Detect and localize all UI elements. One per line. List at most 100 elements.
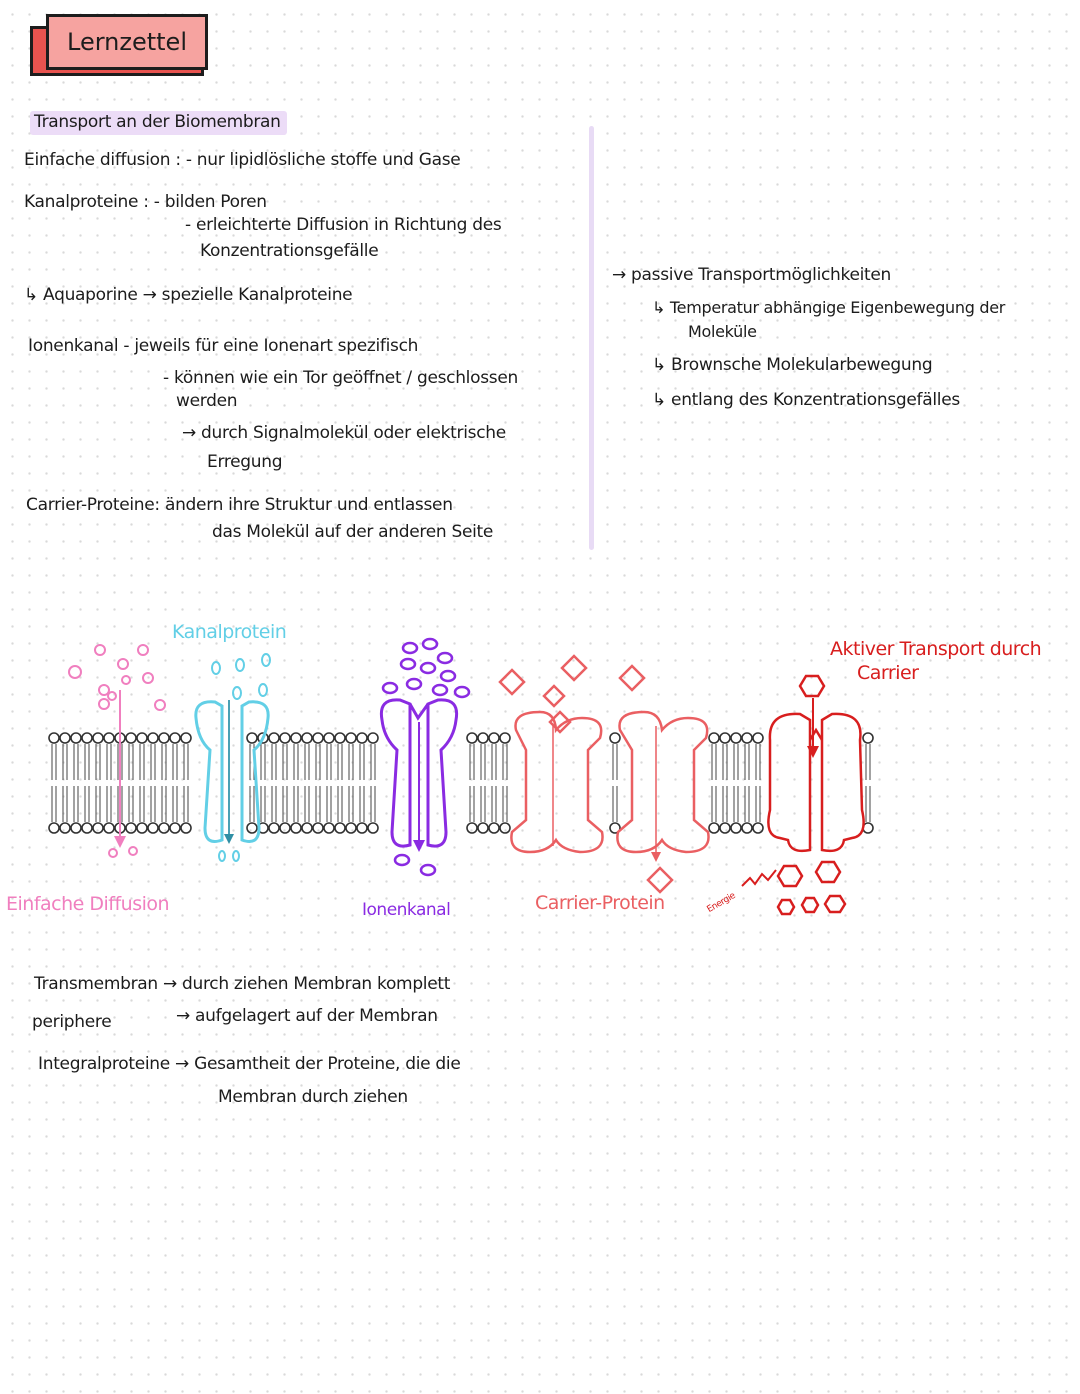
lipid-head: [499, 822, 511, 834]
lipid-tail: [183, 786, 189, 822]
lipid-head: [158, 822, 170, 834]
lipid-tail: [315, 744, 321, 780]
lipid-tail: [183, 744, 189, 780]
lipid-tail: [62, 744, 68, 780]
lipid-head: [136, 732, 148, 744]
note-diffusion: Einfache diffusion : - nur lipidlösliche…: [24, 150, 461, 170]
lipid-tail: [865, 786, 871, 822]
lipid-head: [752, 822, 764, 834]
lipid-head: [334, 822, 346, 834]
section-heading: Transport an der Biomembran: [30, 111, 287, 135]
lipid-tail: [282, 786, 288, 822]
note-periphere-text: → aufgelagert auf der Membran: [176, 1006, 438, 1026]
lipid-tail: [117, 744, 123, 780]
lipid-head: [609, 822, 621, 834]
lipid-tail: [95, 786, 101, 822]
lipid-tail: [722, 786, 728, 822]
lipid-tail: [249, 786, 255, 822]
lipid-head: [147, 732, 159, 744]
lipid-tail: [722, 744, 728, 780]
lipid-head: [169, 732, 181, 744]
lipid-head: [345, 732, 357, 744]
lipid-tail: [865, 744, 871, 780]
lipid-tail: [150, 786, 156, 822]
lipid-head: [268, 822, 280, 834]
lipid-tail: [161, 786, 167, 822]
lipid-head: [345, 822, 357, 834]
lipid-head: [81, 732, 93, 744]
lipid-head: [290, 822, 302, 834]
lipid-tail: [51, 786, 57, 822]
lipid-tail: [73, 744, 79, 780]
lipid-head: [752, 732, 764, 744]
lipid-tail: [84, 744, 90, 780]
lipid-head: [708, 732, 720, 744]
lipid-tail: [293, 744, 299, 780]
passive-heading: → passive Transportmöglichkeiten: [612, 265, 892, 285]
lipid-tail: [282, 744, 288, 780]
lipid-head: [323, 822, 335, 834]
lipid-head: [103, 822, 115, 834]
lipid-tail: [326, 744, 332, 780]
lipid-head: [356, 732, 368, 744]
label-aktiver-transport-2: Carrier: [857, 662, 919, 684]
lipid-tail: [370, 744, 376, 780]
lipid-head: [59, 732, 71, 744]
lipid-head: [356, 822, 368, 834]
lipid-head: [323, 732, 335, 744]
lipid-head: [125, 822, 137, 834]
lipid-tail: [106, 744, 112, 780]
label-carrier-protein: Carrier-Protein: [535, 892, 665, 914]
lipid-head: [48, 822, 60, 834]
page-title: Lernzettel: [46, 14, 208, 70]
note-aquaporine: ↳ Aquaporine → spezielle Kanalproteine: [24, 285, 353, 305]
lipid-head: [730, 822, 742, 834]
lipid-head: [180, 822, 192, 834]
lipid-head: [488, 732, 500, 744]
lipid-tail: [348, 786, 354, 822]
lipid-tail: [106, 786, 112, 822]
lipid-tail: [150, 744, 156, 780]
lipid-tail: [491, 786, 497, 822]
title-badge: Lernzettel: [30, 14, 210, 78]
note-carrier-1: Carrier-Proteine: ändern ihre Struktur u…: [26, 495, 453, 515]
diffusion-arrow-head: [114, 836, 126, 848]
ion-molecules: [381, 637, 471, 877]
lipid-tail: [711, 744, 717, 780]
active-molecules: [776, 674, 847, 916]
lipid-tail: [260, 744, 266, 780]
lipid-tail: [348, 744, 354, 780]
lipid-tail: [260, 786, 266, 822]
carrier-protein: [510, 710, 710, 854]
lipid-tail: [304, 744, 310, 780]
lipid-tail: [315, 786, 321, 822]
lipid-tail: [73, 786, 79, 822]
lipid-tail: [271, 744, 277, 780]
lipid-tail: [612, 744, 618, 780]
lipid-head: [334, 732, 346, 744]
lipid-head: [103, 732, 115, 744]
lipid-tail: [128, 786, 134, 822]
lipid-tail: [480, 786, 486, 822]
membrane-diagram: [48, 637, 874, 916]
lipid-tail: [271, 786, 277, 822]
lipid-head: [136, 822, 148, 834]
lipid-tail: [172, 744, 178, 780]
note-ionen-3: werden: [176, 391, 238, 411]
lipid-tail: [51, 744, 57, 780]
lipid-head: [741, 732, 753, 744]
label-aktiver-transport-1: Aktiver Transport durch: [830, 638, 1042, 660]
lipid-head: [466, 732, 478, 744]
lipid-tail: [62, 786, 68, 822]
channel-arrow-head: [224, 834, 234, 844]
note-kanal-2: - erleichterte Diffusion in Richtung des: [185, 215, 502, 235]
lipid-tail: [84, 786, 90, 822]
lipid-tail: [161, 744, 167, 780]
lipid-head: [499, 732, 511, 744]
note-carrier-2: das Molekül auf der anderen Seite: [212, 522, 494, 542]
channel-molecules: [211, 653, 271, 862]
lipid-head: [741, 822, 753, 834]
lipid-head: [279, 822, 291, 834]
active-carrier: [767, 712, 865, 853]
lipid-tail: [755, 744, 761, 780]
